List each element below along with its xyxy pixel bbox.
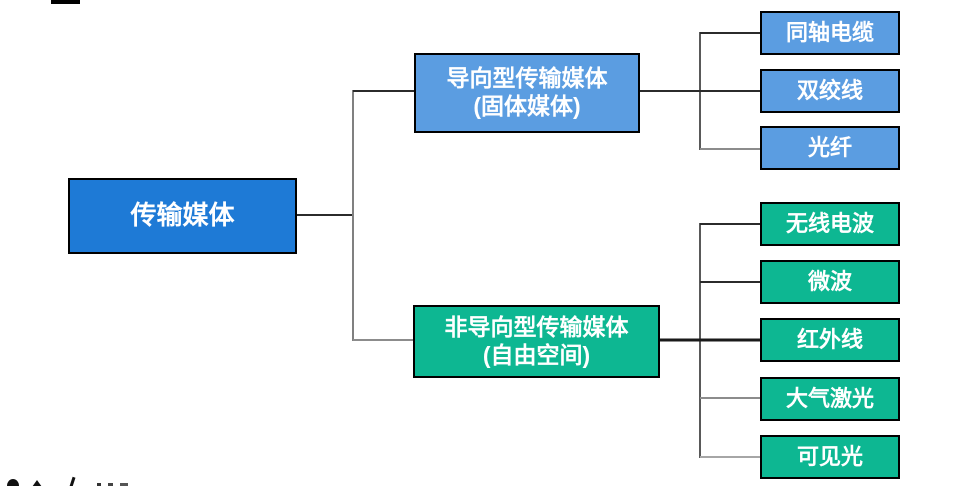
leaf-microwave-label: 微波 <box>807 268 852 294</box>
branch-unguided-title: 非导向型传输媒体 <box>444 313 629 340</box>
leaf-node-optical-fiber: 光纤 <box>760 126 900 170</box>
leaf-node-radio-waves: 无线电波 <box>760 202 900 246</box>
leaf-visible-label: 可见光 <box>796 443 863 469</box>
branch-node-guided-media: 导向型传输媒体 (固体媒体) <box>414 53 640 133</box>
leaf-node-twisted-pair: 双绞线 <box>760 69 900 113</box>
branch-guided-subtitle: (固体媒体) <box>473 93 581 119</box>
cropped-bottom-text-fragment <box>32 480 42 486</box>
leaf-node-microwave: 微波 <box>760 260 900 304</box>
root-node-transmission-media: 传输媒体 <box>68 178 297 254</box>
cropped-bottom-text-fragment <box>97 483 101 486</box>
branch-guided-title: 导向型传输媒体 <box>446 65 608 92</box>
leaf-node-atmospheric-laser: 大气激光 <box>760 377 900 421</box>
leaf-laser-label: 大气激光 <box>785 385 874 411</box>
leaf-node-infrared: 红外线 <box>760 318 900 362</box>
branch-unguided-subtitle: (自由空间) <box>482 341 591 368</box>
cropped-bottom-text-fragment <box>7 479 19 486</box>
root-node-label: 传输媒体 <box>130 200 235 231</box>
cropped-bottom-text-fragment <box>108 483 113 486</box>
cropped-top-text-fragment <box>51 0 80 4</box>
leaf-node-coaxial-cable: 同轴电缆 <box>760 11 900 55</box>
branch-node-unguided-media: 非导向型传输媒体 (自由空间) <box>413 305 660 378</box>
leaf-coaxial-label: 同轴电缆 <box>785 19 874 45</box>
leaf-twisted-label: 双绞线 <box>796 77 863 103</box>
leaf-infrared-label: 红外线 <box>796 326 863 352</box>
leaf-node-visible-light: 可见光 <box>760 435 900 479</box>
leaf-fiber-label: 光纤 <box>807 134 852 160</box>
leaf-radio-label: 无线电波 <box>785 210 874 236</box>
cropped-bottom-text-fragment <box>120 483 128 486</box>
